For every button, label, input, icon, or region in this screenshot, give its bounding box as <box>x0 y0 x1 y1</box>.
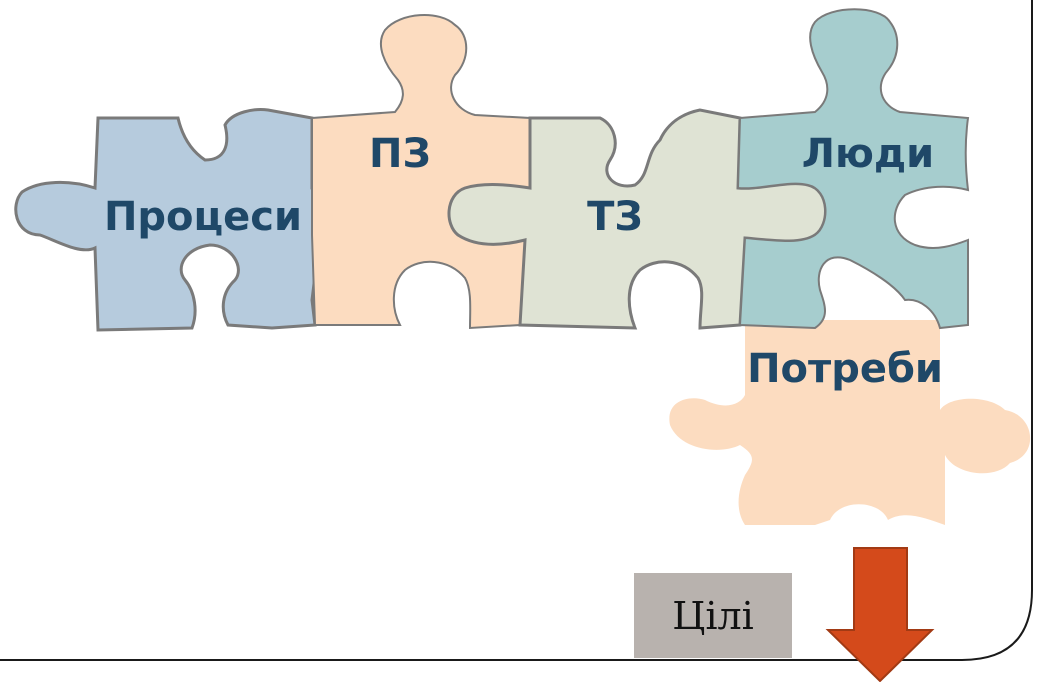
label-processes: Процеси <box>104 194 302 240</box>
slide-frame <box>0 0 1033 661</box>
puzzle-piece-needs <box>669 320 1031 525</box>
puzzle-piece-people <box>736 8 970 330</box>
goal-label: Цілі <box>672 593 754 638</box>
goal-box: Цілі <box>634 573 792 658</box>
arrow-down-icon <box>825 547 935 682</box>
label-pz: ПЗ <box>369 131 431 177</box>
label-needs: Потреби <box>747 346 943 392</box>
label-tz: ТЗ <box>587 194 643 240</box>
puzzle-piece-processes <box>14 108 393 332</box>
label-people: Люди <box>802 131 934 177</box>
